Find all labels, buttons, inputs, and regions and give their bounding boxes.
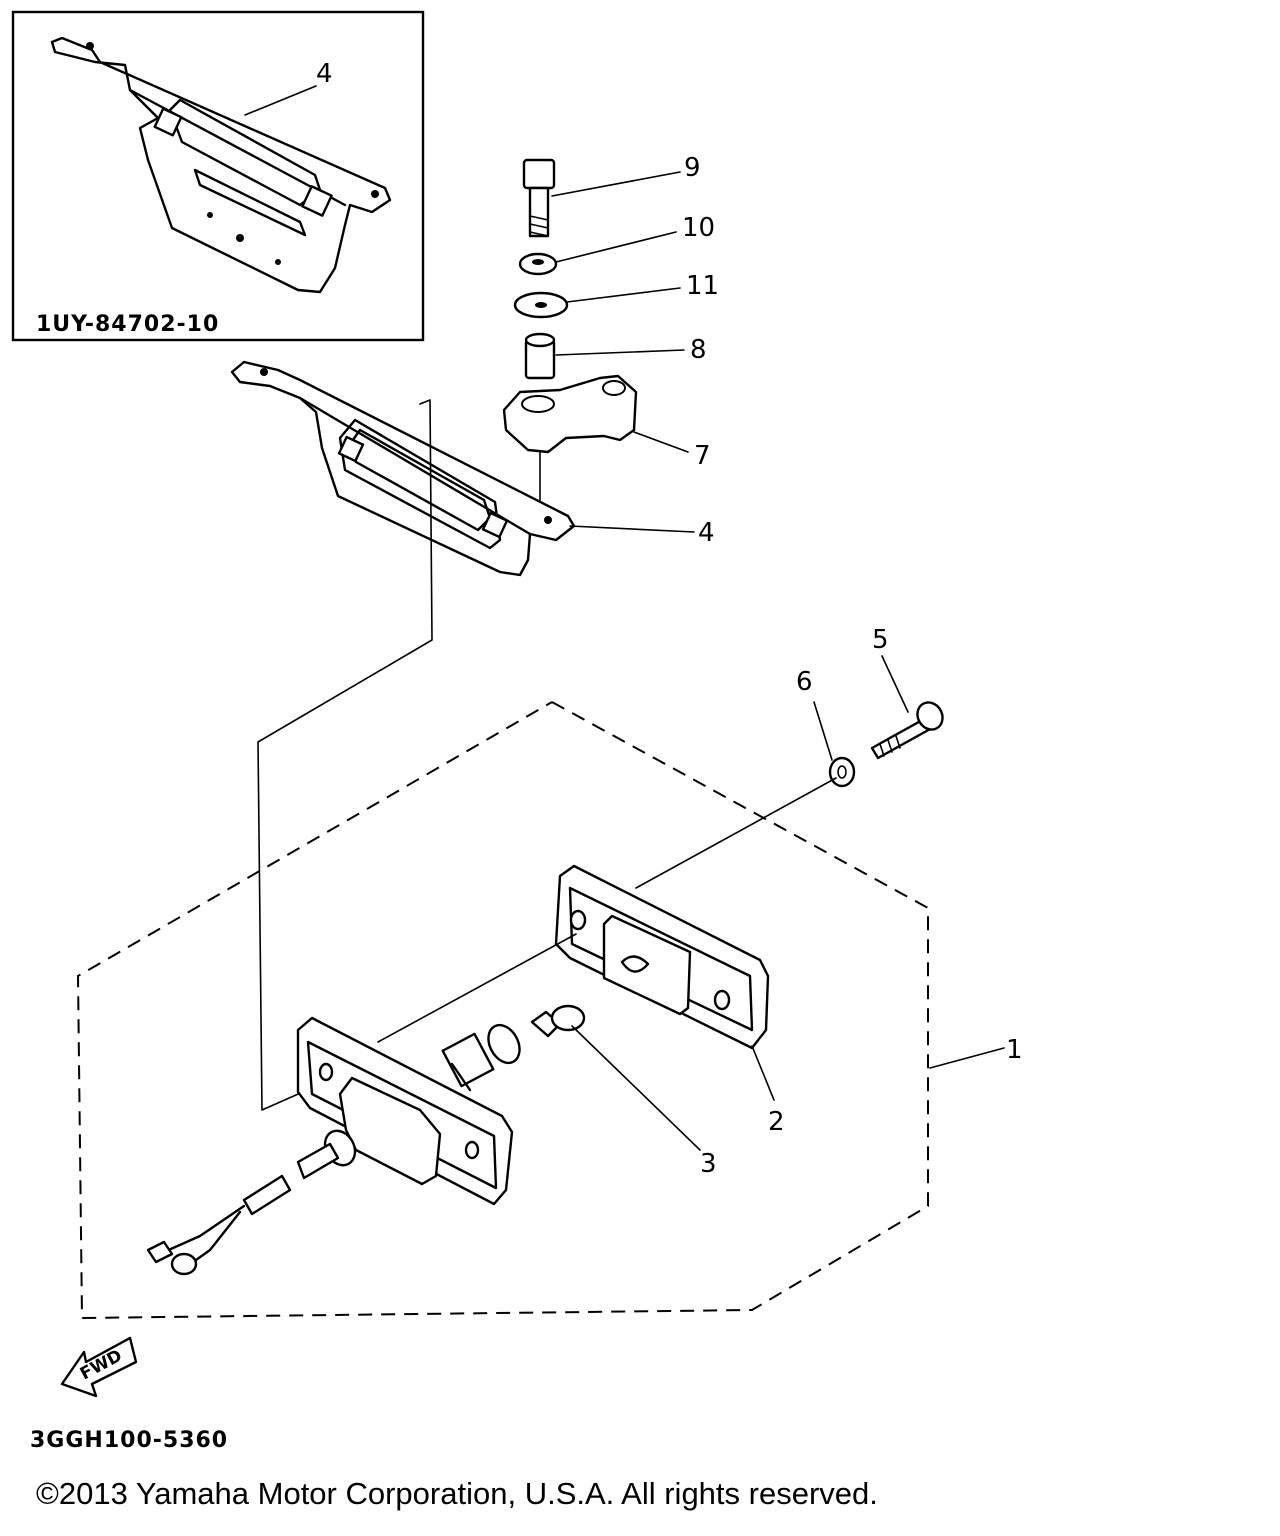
callout-10: 10 (682, 213, 715, 243)
inset-bracket-drawing (50, 36, 392, 294)
bulb-3 (530, 1004, 701, 1151)
wire-harness (146, 1129, 357, 1276)
callout-9: 9 (684, 153, 701, 183)
lens-2 (554, 777, 837, 1101)
copyright-notice: ©2013 Yamaha Motor Corporation, U.S.A. A… (36, 1476, 878, 1511)
callout-1: 1 (1006, 1035, 1023, 1065)
socket (441, 1023, 521, 1092)
callout-4-inset: 4 (316, 59, 333, 89)
callout-6: 6 (796, 667, 813, 697)
bolt-5 (870, 655, 944, 760)
callout-2: 2 (768, 1107, 785, 1137)
figure-code: 3GGH100-5360 (30, 1428, 228, 1453)
bolt-9 (522, 158, 681, 238)
callout-4-main: 4 (698, 518, 715, 548)
inset-panel: 4 1UY-84702-10 (11, 10, 425, 342)
callout-7: 7 (694, 441, 711, 471)
collar-8 (524, 332, 685, 380)
callout-5: 5 (872, 625, 889, 655)
fwd-arrow: FWD (60, 1336, 138, 1398)
bracket-to-lamp-line (257, 399, 433, 1111)
callout-11: 11 (686, 271, 719, 301)
washer-6 (813, 701, 856, 788)
bracket-4 (230, 360, 695, 577)
callout-3: 3 (700, 1149, 717, 1179)
lock-washer-10 (518, 231, 677, 276)
washer-11 (513, 287, 681, 319)
arm-7 (502, 374, 689, 513)
inset-part-code: 1UY-84702-10 (36, 312, 219, 337)
assembly-1-boundary (76, 701, 929, 1320)
callout-8: 8 (690, 335, 707, 365)
